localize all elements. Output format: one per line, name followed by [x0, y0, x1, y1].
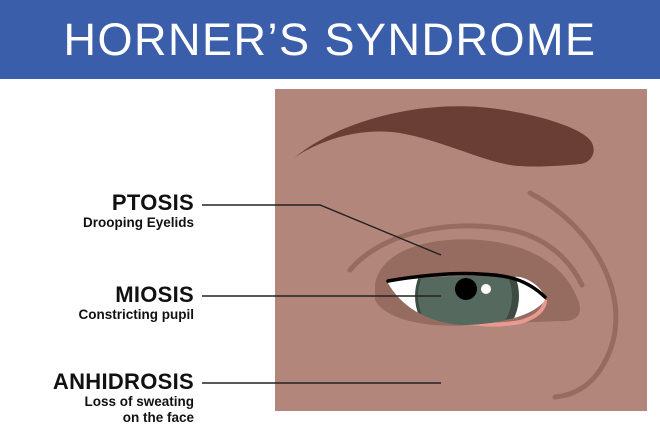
light-reflection: [481, 284, 491, 294]
label-anhidrosis: ANHIDROSIS Loss of sweating on the face: [53, 370, 194, 426]
eyebrow-icon: [294, 106, 594, 167]
label-description: Drooping Eyelids: [82, 215, 194, 230]
label-ptosis: PTOSIS Drooping Eyelids: [83, 191, 194, 231]
label-description: Constricting pupil: [78, 307, 195, 322]
label-term: MIOSIS: [115, 282, 194, 307]
label-term: PTOSIS: [111, 190, 194, 215]
label-description: on the face: [122, 410, 194, 425]
label-description: Loss of sweating: [84, 394, 194, 409]
label-term: ANHIDROSIS: [52, 369, 194, 394]
pupil: [455, 278, 477, 300]
page-title: HORNER’S SYNDROME: [63, 13, 597, 65]
ptosis-leader-line: [202, 204, 442, 256]
upper-lash-line: [386, 271, 547, 299]
title-banner: HORNER’S SYNDROME: [0, 0, 660, 79]
orbital-line: [527, 190, 619, 400]
eyelid-crease: [347, 223, 585, 288]
label-miosis: MIOSIS Constricting pupil: [79, 283, 195, 323]
